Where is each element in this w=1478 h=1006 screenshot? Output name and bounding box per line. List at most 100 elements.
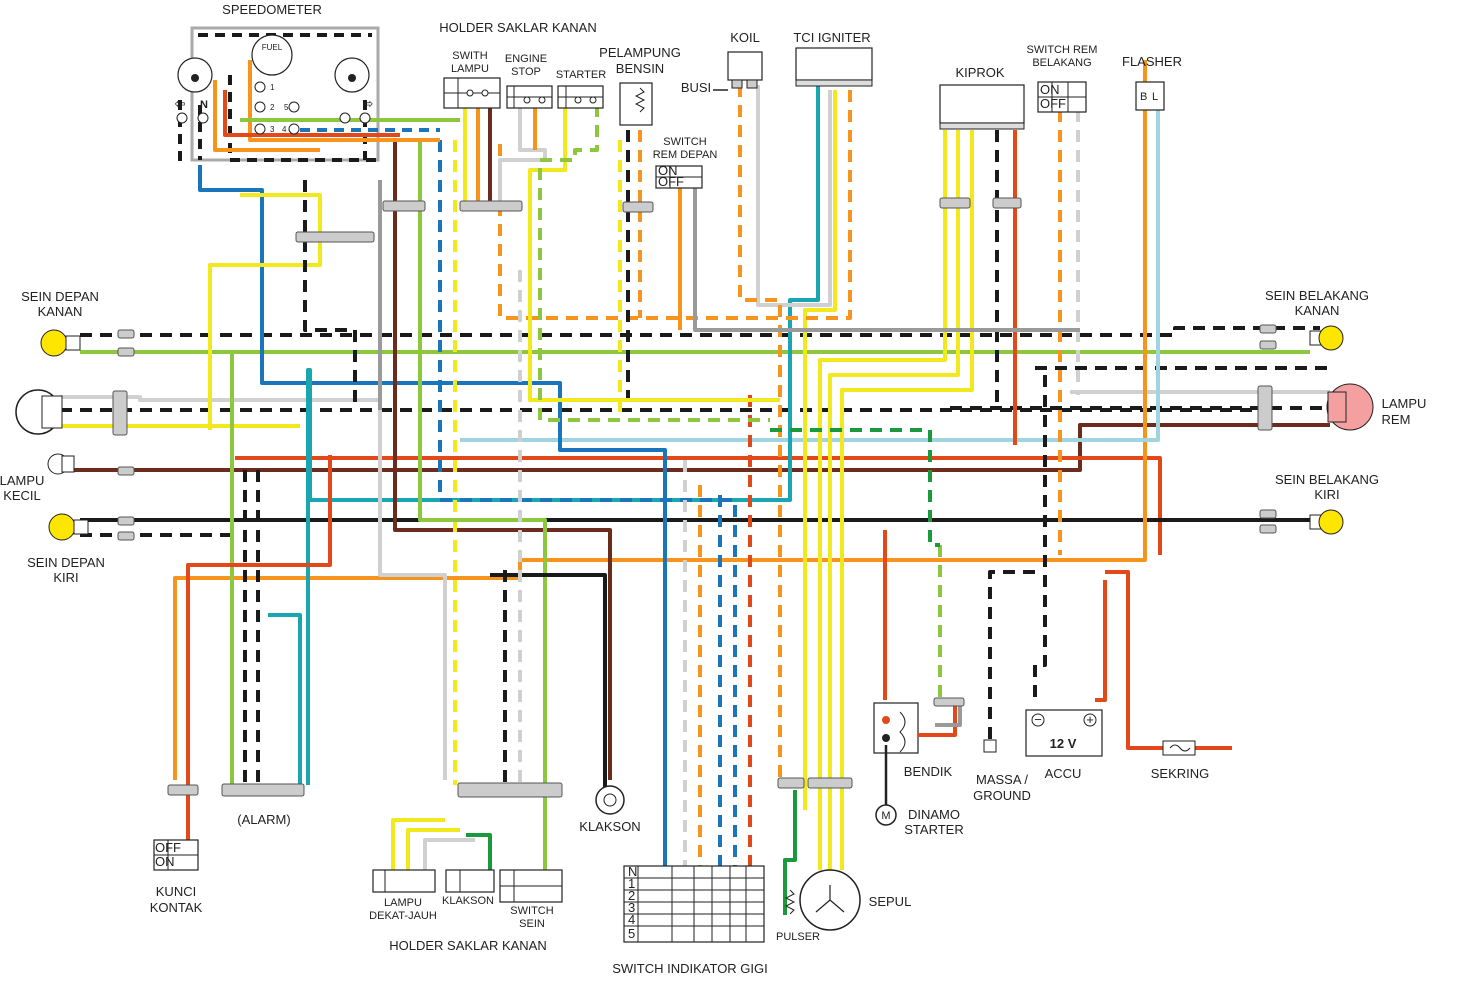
svg-text:LAMPU: LAMPU — [0, 473, 44, 488]
svg-text:SWITCH: SWITCH — [663, 136, 706, 148]
sein-depan-kanan-bulb-icon — [40, 329, 68, 357]
speedo-pins: 1 2 3 5 4 — [254, 81, 300, 135]
wire-yellow-starter — [528, 105, 780, 402]
klakson: KLAKSON — [579, 785, 641, 834]
wire-blue-speedo — [198, 165, 667, 870]
wire-yellow-speedo — [208, 193, 322, 430]
svg-text:OFF: OFF — [658, 174, 684, 189]
neutral-label: N — [200, 99, 208, 111]
accu: − + 12 V ACCU — [1025, 709, 1103, 781]
lampu-kecil: LAMPU KECIL — [0, 453, 75, 503]
fuel-label: FUEL — [262, 43, 283, 52]
sekring: SEKRING — [1151, 740, 1210, 781]
svg-text:BELAKANG: BELAKANG — [1032, 57, 1091, 69]
switch-rem-depan: SWITCH REM DEPAN ON OFF — [653, 136, 718, 189]
svg-text:SEKRING: SEKRING — [1151, 766, 1210, 781]
wire-teal-alarm — [268, 613, 302, 785]
wire-white-klak — [378, 410, 447, 780]
svg-text:BENSIN: BENSIN — [616, 61, 664, 76]
tci-igniter: TCI IGNITER — [793, 30, 873, 87]
wire-yellow-kiprok1 — [818, 130, 947, 870]
svg-text:KLAKSON: KLAKSON — [442, 895, 494, 907]
lampu-dekat-jauh-box — [372, 869, 436, 893]
svg-text:REM: REM — [1382, 412, 1411, 427]
svg-text:KONTAK: KONTAK — [150, 900, 203, 915]
wire-white-es — [498, 105, 547, 210]
svg-text:STOP: STOP — [511, 66, 541, 78]
sein-depan-kanan: SEIN DEPAN KANAN — [21, 289, 99, 357]
wire-white-holder — [423, 838, 475, 870]
bendik-box — [873, 702, 919, 754]
wire-darkgreen-pulser — [783, 790, 797, 915]
wire-brown-center — [393, 140, 612, 780]
bendik-dinamo: BENDIK M DINAMO STARTER — [873, 697, 965, 837]
speedometer: FUEL N ⇦ ⇨ 1 2 3 5 4 SPEEDOMETER — [175, 2, 460, 165]
svg-text:KOIL: KOIL — [730, 30, 760, 45]
sein-belakang-kiri: SEIN BELAKANG KIRI — [1275, 472, 1379, 535]
wire-red-sekring — [1095, 580, 1107, 702]
connectors — [112, 197, 1277, 798]
svg-text:SWITCH REM: SWITCH REM — [1027, 44, 1098, 56]
koil-box — [727, 51, 763, 81]
pelampung-bensin: PELAMPUNG BENSIN — [599, 45, 681, 126]
ground-terminal-icon — [983, 739, 997, 753]
sekring-fuse-icon — [1162, 740, 1196, 756]
wire-gray-swrdepan — [693, 185, 1080, 332]
wire-white-tci — [756, 85, 832, 307]
kiprok-box — [939, 84, 1025, 124]
flasher-box — [1135, 81, 1165, 111]
switch-gigi-label: SWITCH INDIKATOR GIGI — [612, 961, 768, 976]
svg-text:ON: ON — [1040, 82, 1060, 97]
wire-red-main — [235, 456, 1162, 555]
svg-text:SEIN BELAKANG: SEIN BELAKANG — [1265, 288, 1369, 303]
svg-text:3: 3 — [628, 900, 635, 915]
svg-text:4: 4 — [628, 912, 635, 927]
svg-text:4: 4 — [282, 125, 287, 134]
svg-text:12 V: 12 V — [1050, 736, 1077, 751]
wiring-harness — [60, 60, 1330, 915]
wire-yellow-tci — [803, 90, 837, 810]
wire-yellow-kiprok2 — [828, 130, 960, 870]
wire-head-white — [60, 395, 380, 402]
svg-text:LAMPU: LAMPU — [1382, 396, 1427, 411]
svg-text:PELAMPUNG: PELAMPUNG — [599, 45, 681, 60]
svg-text:GROUND: GROUND — [973, 788, 1031, 803]
svg-text:BUSI: BUSI — [681, 80, 711, 95]
speedometer-label: SPEEDOMETER — [222, 2, 322, 17]
speedometer-harness — [178, 33, 378, 165]
svg-text:BENDIK: BENDIK — [904, 764, 953, 779]
svg-text:KIRI: KIRI — [53, 570, 78, 585]
svg-text:KANAN: KANAN — [1295, 303, 1340, 318]
svg-text:SEIN DEPAN: SEIN DEPAN — [27, 555, 105, 570]
wire-brown-main — [65, 423, 1330, 472]
wire-orange-main — [173, 60, 1147, 780]
svg-text:KECIL: KECIL — [3, 488, 41, 503]
wire-yellow-holder1 — [391, 818, 445, 870]
svg-text:KLAKSON: KLAKSON — [579, 819, 640, 834]
svg-text:SEIN DEPAN: SEIN DEPAN — [21, 289, 99, 304]
svg-text:1: 1 — [628, 876, 635, 891]
holder-saklar-kanan-bottom: LAMPU DEKAT-JAUH KLAKSON SWITCH SEIN HOL… — [369, 869, 563, 953]
wire-green-starter — [538, 105, 770, 422]
headlamp — [15, 389, 63, 435]
lampu-rem: LAMPU REM — [1326, 383, 1427, 431]
wire-bw-massa — [988, 570, 1035, 740]
svg-text:SWITH: SWITH — [452, 50, 487, 62]
svg-text:2: 2 — [270, 103, 275, 112]
kiprok: KIPROK — [939, 65, 1025, 130]
svg-text:OFF: OFF — [155, 840, 181, 855]
massa-ground: MASSA / GROUND — [973, 739, 1031, 803]
wire-red-accu — [1105, 570, 1232, 750]
svg-text:LAMPU: LAMPU — [384, 897, 422, 909]
svg-text:DINAMO: DINAMO — [908, 807, 960, 822]
svg-text:−: − — [1034, 712, 1042, 727]
svg-text:PULSER: PULSER — [776, 931, 820, 943]
svg-text:SEIN BELAKANG: SEIN BELAKANG — [1275, 472, 1379, 487]
speedo-fuel-gauge — [251, 34, 293, 76]
klakson-switch-box — [445, 869, 495, 893]
svg-text:ON: ON — [155, 854, 175, 869]
alarm-label: (ALARM) — [237, 812, 290, 827]
svg-text:ON: ON — [658, 163, 678, 178]
